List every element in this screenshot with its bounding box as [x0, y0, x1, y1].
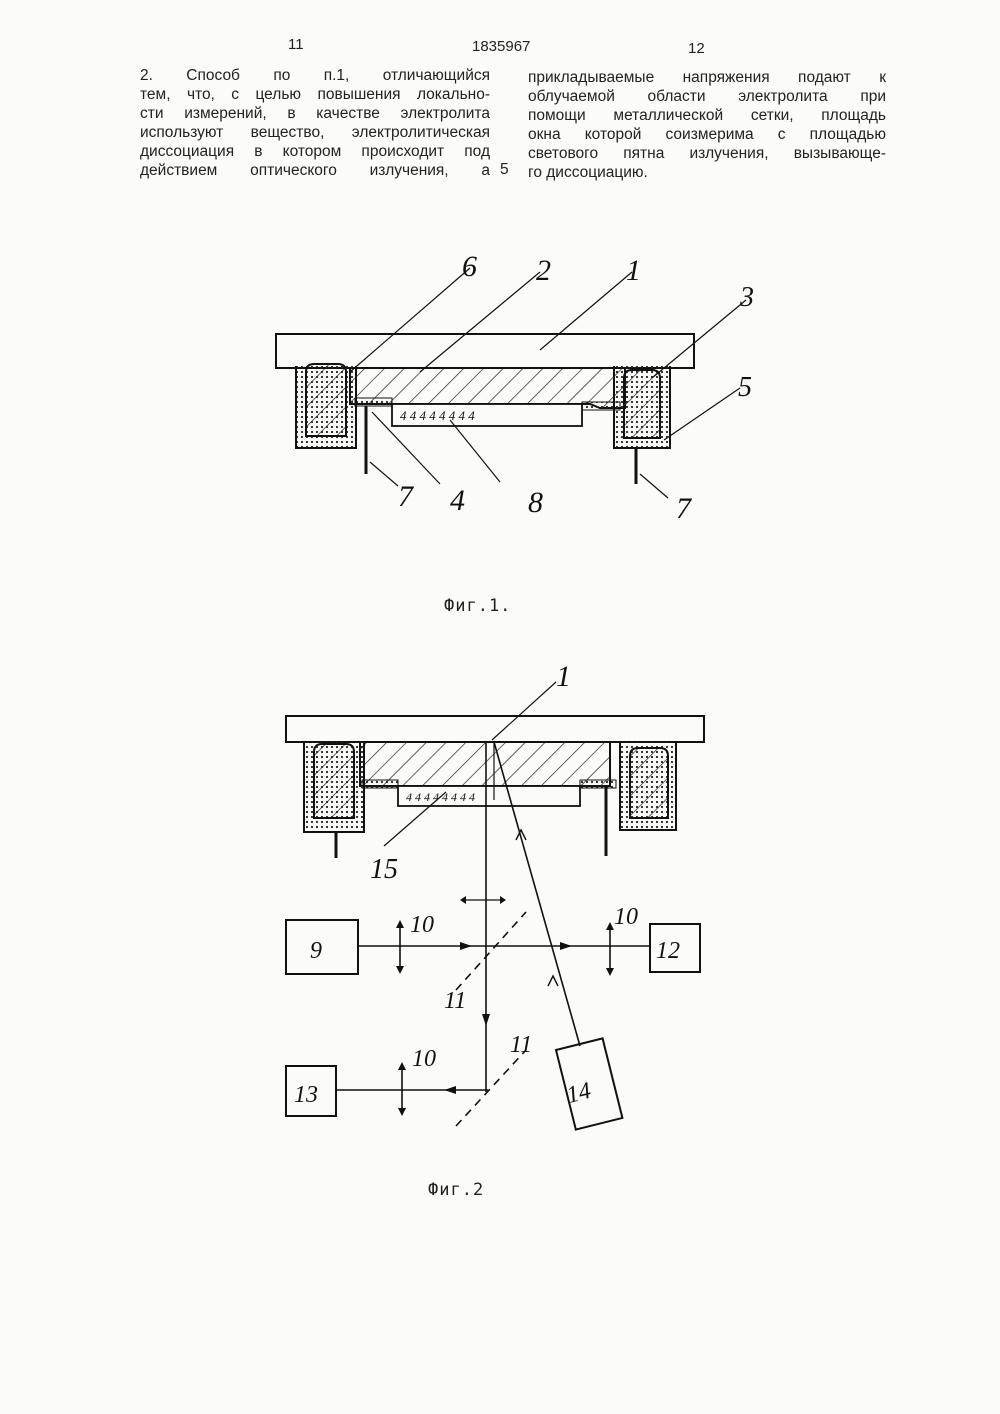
figure-2: 4 4 4 4 4 4 4 4	[286, 660, 704, 1130]
fig1-label: 8	[528, 486, 543, 519]
fig1-label: 7	[676, 492, 693, 525]
fig2-electrolyte-block	[360, 742, 610, 786]
svg-text:4 4 4 4 4 4 4 4: 4 4 4 4 4 4 4 4	[400, 408, 475, 423]
fig2-label: 11	[444, 988, 466, 1014]
fig2-label: 10	[614, 904, 638, 930]
fig2-label: 11	[510, 1032, 532, 1058]
fig2-label: 1	[556, 660, 571, 693]
fig2-label: 10	[410, 912, 434, 938]
fig1-label: 6	[462, 250, 477, 283]
fig1-label: 5	[738, 372, 752, 403]
fig2-label: 12	[656, 938, 680, 964]
figure-1-caption: Фиг.1.	[444, 596, 511, 616]
fig1-label: 7	[398, 480, 415, 513]
fig1-label: 4	[450, 484, 465, 517]
fig2-plate	[286, 716, 704, 742]
fig2-label: 15	[370, 854, 398, 885]
figure-2-caption: Фиг.2	[428, 1180, 484, 1200]
figure-1: 4 4 4 4 4 4 4 4 6 2 1 3 5 7 4 8 7	[276, 250, 754, 525]
fig1-label: 2	[536, 254, 551, 287]
fig1-label: 3	[739, 282, 754, 313]
fig2-label: 9	[310, 938, 322, 964]
fig1-plate	[276, 334, 694, 368]
fig2-label: 10	[412, 1046, 436, 1072]
fig2-label: 14	[564, 1078, 594, 1109]
fig1-label: 1	[626, 254, 641, 287]
fig2-label: 13	[294, 1082, 318, 1108]
